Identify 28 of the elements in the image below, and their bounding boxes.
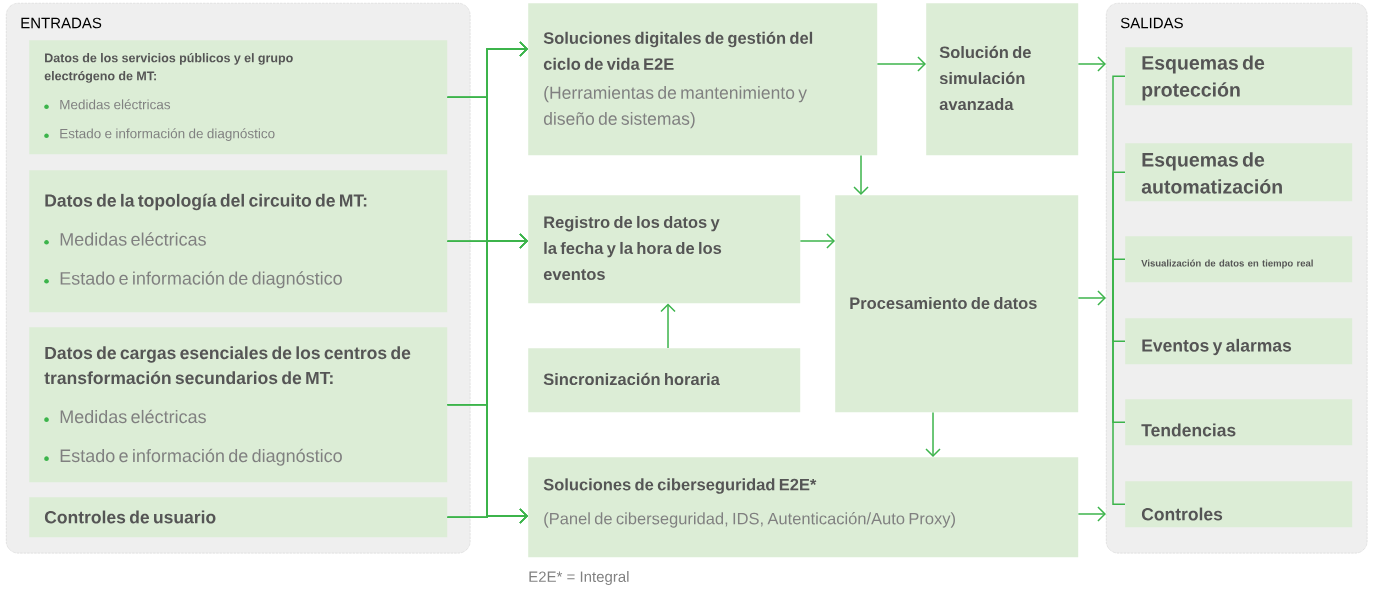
output-box: Controles [1125, 481, 1353, 528]
process-box: Procesamiento de datos [835, 195, 1079, 413]
input-box: Datos de cargas esenciales de los centros de transformación secundarios de MT: Medidas eléctricas Estado e información de diagnóstico [29, 327, 448, 483]
arrow [853, 154, 869, 195]
arrow [925, 411, 941, 457]
process-box: Solución de simulación avanzada [926, 3, 1079, 156]
output-box: Tendencias [1125, 399, 1353, 446]
arrow [446, 508, 528, 524]
arrow [799, 233, 835, 249]
footnote: E2E* = Integral [529, 571, 629, 585]
arrow [1077, 290, 1106, 306]
arrow [660, 303, 676, 349]
connector-line [1112, 258, 1126, 299]
connector-line [1112, 297, 1126, 505]
process-box: Soluciones de ciberseguridad E2E* (Panel de ciberseguridad, IDS, Autenticación/Auto Proxy) [528, 457, 1079, 558]
process-box: Soluciones digitales de gestión del ciclo de vida E2E (Herramientas de mantenimiento y diseño de sistemas) [528, 3, 878, 156]
input-box: Datos de los servicios públicos y el grupo electrógeno de MT: Medidas eléctricas Estado e información de diagnóstico [29, 40, 448, 155]
input-box: Datos de la topología del circuito de MT: Medidas eléctricas Estado e información de diagnóstico [29, 170, 448, 313]
arrow [1077, 506, 1106, 522]
process-box: Registro de los datos y la fecha y la hora de los eventos [528, 195, 801, 304]
input-box: Controles de usuario [29, 497, 448, 538]
output-box: Esquemas de protección [1125, 47, 1353, 106]
process-box: Sincronización horaria [528, 348, 801, 413]
arrow [1077, 56, 1106, 72]
output-box: Eventos y alarmas [1125, 318, 1353, 365]
arrow [876, 56, 926, 72]
output-box: Visualización de datos en tiempo real [1125, 236, 1353, 283]
output-box: Esquemas de automatización [1125, 143, 1353, 202]
